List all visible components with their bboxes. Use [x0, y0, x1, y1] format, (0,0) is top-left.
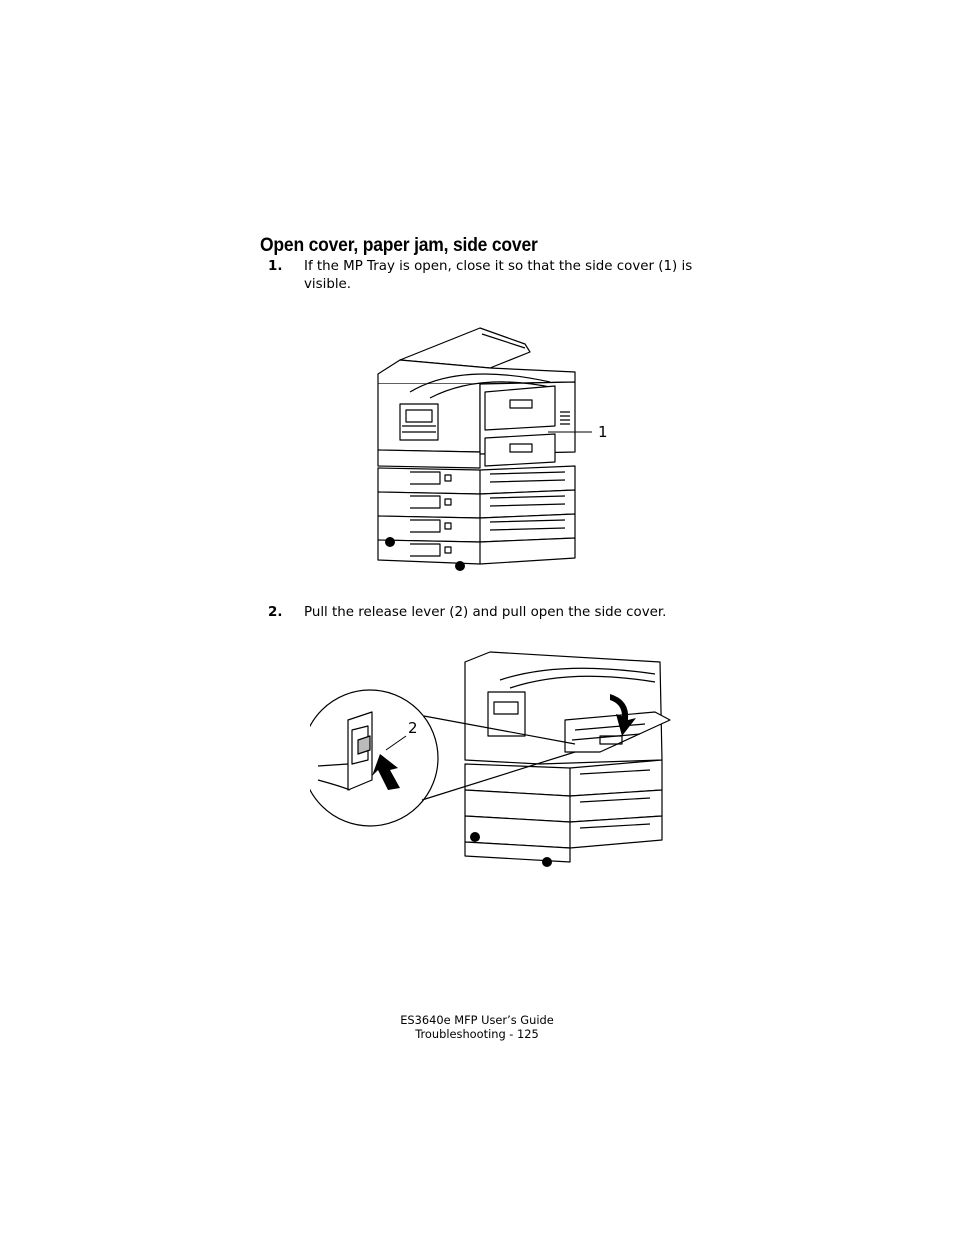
footer-page-number: Troubleshooting - 125: [415, 1027, 539, 1041]
wheel-icon: [455, 561, 465, 571]
step-number: 2.: [268, 605, 283, 620]
arrow-icon: [372, 754, 400, 790]
step-text: If the MP Tray is open, close it so that…: [304, 259, 693, 292]
callout-label: 2: [408, 719, 418, 737]
section-heading: Open cover, paper jam, side cover: [260, 235, 538, 256]
wheel-icon: [385, 537, 395, 547]
release-lever-illustration: 2: [310, 651, 671, 867]
footer-guide-title: ES3640e MFP User’s Guide: [400, 1013, 554, 1027]
step-text: Pull the release lever (2) and pull open…: [304, 605, 667, 620]
wheel-icon: [470, 832, 480, 842]
printer-side-cover-illustration: 1: [377, 327, 608, 571]
wheel-icon: [542, 857, 552, 867]
arrow-icon: [610, 694, 636, 736]
step-number: 1.: [268, 259, 283, 274]
callout-label: 1: [598, 423, 608, 441]
